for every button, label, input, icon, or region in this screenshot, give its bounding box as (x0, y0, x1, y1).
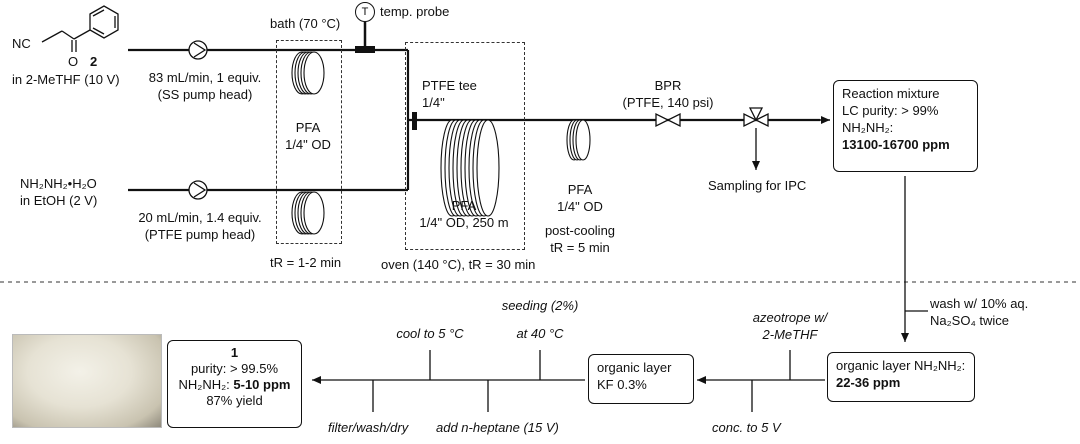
azeotrope-line2: 2-MeTHF (762, 327, 818, 342)
tee-line1: PTFE tee (422, 78, 477, 93)
organic2-line2: KF 0.3% (597, 377, 647, 392)
reagent2-solvent: in EtOH (2 V) (20, 193, 98, 208)
oven-label: oven (140 °C), tR = 30 min (381, 257, 536, 272)
seeding-line2: at 40 °C (516, 326, 564, 341)
sampling-label: Sampling for IPC (708, 178, 807, 193)
organic-layer-box-2: organic layer KF 0.3% (588, 354, 694, 404)
organic2-line1: organic layer (597, 360, 672, 375)
bath-coil-line2: 1/4" OD (285, 137, 331, 152)
pump-icon (188, 40, 208, 60)
reagent2-pump-head: (PTFE pump head) (144, 227, 256, 242)
cooling-line4: tR = 5 min (550, 240, 610, 255)
bpr-line2: (PTFE, 140 psi) (622, 95, 714, 110)
reagent1-solvent: in 2-MeTHF (10 V) (12, 72, 120, 87)
reaction-mixture-box: Reaction mixture LC purity: > 99% NH₂NH₂… (833, 80, 978, 172)
cooling-line3: post-cooling (544, 223, 616, 238)
formula-nc: NC (12, 36, 31, 51)
bath-box (276, 40, 342, 244)
product-yield: 87% yield (206, 393, 263, 408)
bath-coil-line1: PFA (295, 120, 321, 135)
formula-o: O (68, 54, 79, 69)
bath-residence: tR = 1-2 min (270, 255, 342, 270)
reagent2-flow: 20 mL/min, 1.4 equiv. (138, 210, 262, 225)
reaction-line4: 13100-16700 ppm (842, 137, 950, 152)
organic1-line2: 22-36 ppm (836, 375, 901, 390)
temperature-probe-icon (355, 22, 375, 53)
organic-layer-box-1: organic layer NH₂NH₂: 22-36 ppm (827, 352, 975, 402)
cooling-line1: PFA (567, 182, 593, 197)
reagent1-pump-head: (SS pump head) (157, 87, 253, 102)
wash-line2: Na₂SO₄ twice (930, 313, 1009, 328)
reagent2-formula: NH₂NH₂•H₂O (20, 176, 97, 191)
bpr-line1: BPR (654, 78, 682, 93)
coil-icon (291, 51, 325, 95)
coil-icon (291, 191, 325, 235)
reaction-line1: Reaction mixture (842, 86, 940, 101)
bath-label: bath (70 °C) (270, 16, 341, 31)
conc-step: conc. to 5 V (712, 420, 781, 435)
product-photo (12, 334, 162, 428)
valve-icon (655, 112, 681, 128)
compound-number: 2 (90, 54, 98, 69)
cool-step: cool to 5 °C (396, 326, 464, 341)
temperature-probe-circle: T (355, 2, 375, 22)
tee-line2: 1/4" (422, 95, 445, 110)
oven-box (405, 42, 525, 250)
ptfe-tee-icon (412, 112, 417, 130)
compound-2-structure (41, 5, 119, 52)
oven-coil-line2: 1/4" OD, 250 m (419, 215, 509, 230)
reaction-line2: LC purity: > 99% (842, 103, 939, 118)
product-box: 1 purity: > 99.5% NH₂NH₂: 5-10 ppm 87% y… (167, 340, 302, 428)
product-number: 1 (230, 345, 239, 360)
organic1-line1: organic layer NH₂NH₂: (836, 358, 966, 373)
oven-coil-line1: PFA (451, 198, 477, 213)
filter-step: filter/wash/dry (328, 420, 409, 435)
seeding-line1: seeding (2%) (501, 298, 579, 313)
pump-icon (188, 180, 208, 200)
wash-line1: wash w/ 10% aq. (930, 296, 1029, 311)
reagent1-flow: 83 mL/min, 1 equiv. (148, 70, 262, 85)
product-hydrazine: NH₂NH₂: 5-10 ppm (178, 377, 291, 392)
probe-label: temp. probe (380, 4, 450, 19)
coil-icon (440, 119, 500, 217)
reaction-line3: NH₂NH₂: (842, 120, 894, 135)
heptane-step: add n-heptane (15 V) (436, 420, 559, 435)
valve-icon (743, 107, 769, 128)
coil-icon (566, 119, 591, 161)
cooling-line2: 1/4" OD (557, 199, 603, 214)
product-purity: purity: > 99.5% (190, 361, 279, 376)
azeotrope-line1: azeotrope w/ (752, 310, 828, 325)
